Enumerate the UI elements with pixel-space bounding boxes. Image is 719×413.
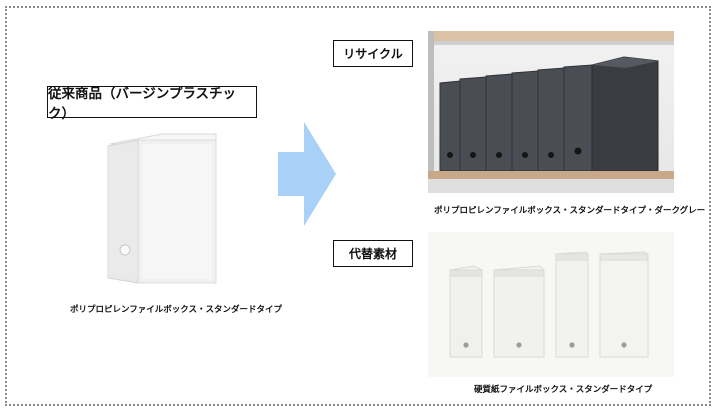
right-arrow-icon <box>278 122 336 226</box>
alternative-title: 代替素材 <box>348 247 397 261</box>
recycle-title: リサイクル <box>343 47 403 61</box>
alternative-caption: 硬質紙ファイルボックス・スタンダードタイプ <box>474 385 653 395</box>
paper-file-boxes-image <box>428 232 674 377</box>
conventional-title: 従来商品（バージンプラスチック） <box>48 86 237 122</box>
dark-file-boxes-image <box>428 31 674 193</box>
conventional-caption: ポリプロピレンファイルボックス・スタンダードタイプ <box>70 305 282 315</box>
dotted-frame <box>5 6 711 406</box>
alternative-title-box: 代替素材 <box>333 240 413 267</box>
recycle-caption: ポリプロピレンファイルボックス・スタンダードタイプ・ダークグレー <box>434 206 706 216</box>
clear-file-box-image <box>107 133 217 284</box>
recycle-title-box: リサイクル <box>333 40 413 67</box>
conventional-title-box: 従来商品（バージンプラスチック） <box>47 86 257 122</box>
